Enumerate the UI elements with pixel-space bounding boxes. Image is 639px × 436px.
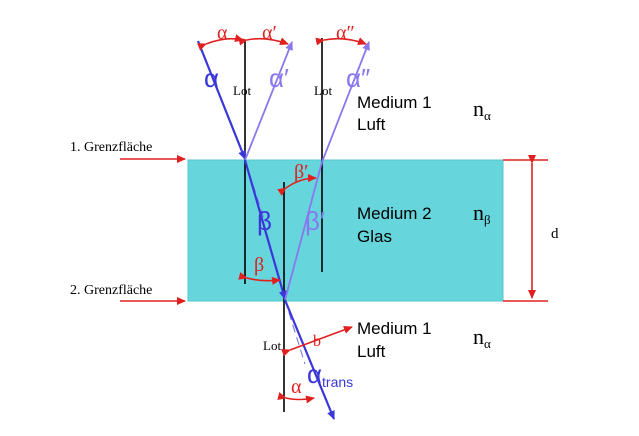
second-emerging-ray [321,41,370,163]
index-middle: nβ [473,200,491,227]
angle-arc-alpha-prime-top [238,37,289,46]
medium-middle-material: Glas [357,227,392,246]
label-beta-ray: β [257,206,272,236]
index-top-sub: α [484,108,491,123]
angle-arc-beta [238,272,281,285]
interface-1-label: 1. Grenzfläche [70,140,152,155]
transmitted-ray [283,299,336,420]
label-alpha-double-prime-ray: α″ [346,63,370,93]
label-alpha-prime-top: α′ [262,22,277,44]
label-alpha-double-prime-top: α″ [336,22,355,44]
medium-bottom-material: Luft [357,342,386,361]
reflected-ray [244,41,293,161]
index-bottom-sub: α [484,336,491,351]
label-alpha-bottom-arc: α [291,376,302,398]
medium-middle-name: Medium 2 [357,204,432,223]
label-beta-prime-ray: β′ [305,206,325,236]
index-middle-sub: β [484,212,491,227]
angle-arc-alpha-double-prime [315,37,367,46]
label-beta-arc: β [254,254,264,276]
alpha-trans-subscript: trans [322,374,353,390]
label-alpha-prime-ray: α′ [269,63,289,93]
index-bottom: nα [473,324,491,351]
medium-top-name: Medium 1 [357,93,432,112]
lot-label-3: Lot [263,338,281,353]
alpha-trans-symbol: α [307,359,322,389]
index-top: nα [473,96,491,123]
label-alpha-ray-in: α [204,63,219,93]
label-b: b [313,333,321,350]
medium-top-material: Luft [357,115,386,134]
lot-label-1: Lot [233,83,251,98]
interface-2-label: 2. Grenzfläche [70,283,152,298]
label-alpha-trans: αtrans [307,359,353,390]
thickness-label: d [551,226,559,242]
index-bottom-n: n [473,324,484,349]
label-alpha-top: α [217,22,228,44]
angle-arc-alpha-bottom [277,392,315,404]
medium-bottom-name: Medium 1 [357,319,432,338]
glass-slab [187,159,504,302]
label-beta-prime-arc: β′ [294,161,309,183]
index-top-n: n [473,96,484,121]
angle-arc-beta-prime [277,174,317,196]
index-middle-n: n [473,200,484,225]
lot-label-2: Lot [314,83,332,98]
incident-ray [196,40,247,160]
offset-b-line [281,326,353,357]
